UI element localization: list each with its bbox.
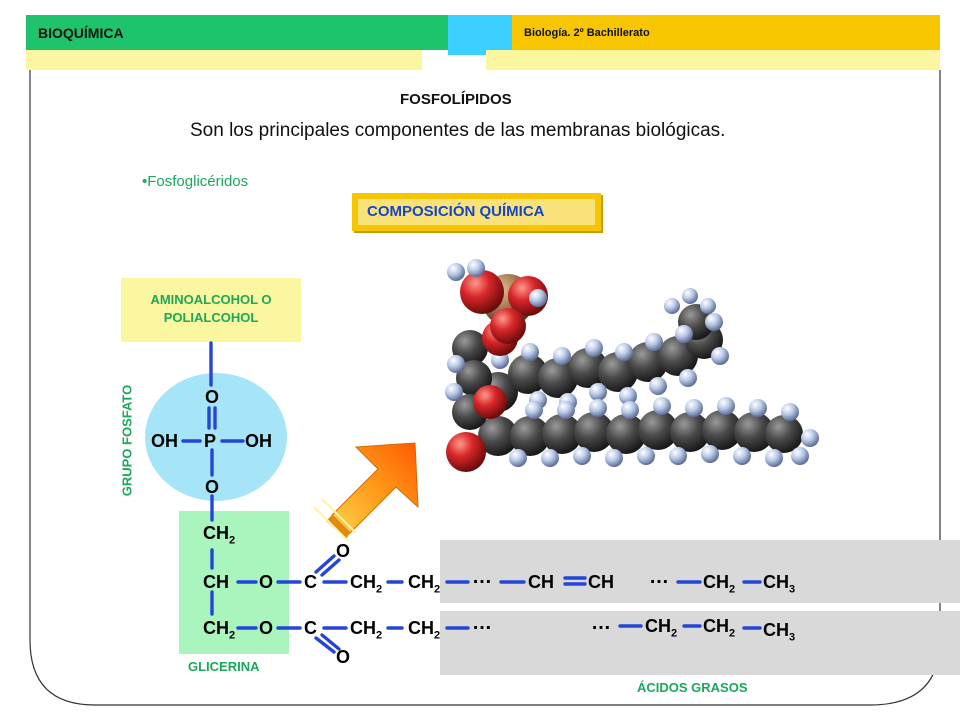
glycerol-c1: CH2 [203,523,236,547]
chain1-ch2-a: CH2 [350,572,383,596]
chain1-ch3: CH3 [763,572,796,596]
glycerol-c2: CH [203,572,229,592]
phosphate-circle [145,373,287,501]
chain1-ch-b: CH [588,572,614,592]
acidos-grasos-label: ÁCIDOS GRASOS [637,680,748,695]
phosphate-oh-left: OH [151,431,178,451]
ester1-o: O [259,572,274,592]
glicerina-label: GLICERINA [188,659,260,674]
phosphate-p: P [204,431,217,451]
aminoalcohol-box: AMINOALCOHOL O POLIALCOHOL [121,278,301,342]
phosphate-top-o: O [205,387,220,407]
phosphate-oh-right: OH [245,431,272,451]
chain1-dots-b: … [649,566,669,588]
page-subtitle: Son los principales componentes de las m… [190,120,726,141]
chain1-ch-a: CH [528,572,554,592]
header-cyan-block [448,15,512,55]
header-bar: BIOQUÍMICA Biología. 2º Bachillerato [26,15,940,55]
composicion-quimica-button[interactable]: COMPOSICIÓN QUÍMICA [352,193,601,231]
carbonyl1-o: O [336,541,351,561]
header-green-block [26,15,448,50]
aminoalcohol-label-line1: AMINOALCOHOL O [150,292,272,307]
fatty-acid-box-1 [440,540,960,603]
phosphate-bottom-o: O [205,477,220,497]
ester2-c: C [304,618,317,638]
chain1-ch2-c: CH2 [703,572,736,596]
carbonyl2-o: O [336,647,351,667]
header-pale-strip-right [486,50,940,70]
arrow-icon [313,442,419,542]
course-label: Biología. 2º Bachillerato [524,27,650,39]
glycerin-box [179,511,289,654]
chain2-ch2-c: CH2 [645,616,678,640]
chain2-dots-b: … [591,612,611,634]
chain2-ch3: CH3 [763,620,796,644]
fatty-acid-box-2 [440,611,960,675]
chain1-dots-a: … [472,566,492,588]
subject-label: BIOQUÍMICA [38,25,124,41]
chain2-ch2-a: CH2 [350,618,383,642]
glycerol-c3: CH2 [203,618,236,642]
ester1-c: C [304,572,317,592]
chain2-ch2-b: CH2 [408,618,441,642]
chain2-dots-a: … [472,612,492,634]
header-pale-strip [26,50,422,70]
chain2-ch2-d: CH2 [703,616,736,640]
bullet-fosfogliceridos: •Fosfoglicéridos [142,173,249,190]
page-title: FOSFOLÍPIDOS [400,91,512,108]
aminoalcohol-label-line2: POLIALCOHOL [163,310,259,325]
header-yellow-block [512,15,940,50]
composicion-quimica-label: COMPOSICIÓN QUÍMICA [367,203,545,220]
molecule-model-image [445,259,819,472]
ester2-o: O [259,618,274,638]
chain1-ch2-b: CH2 [408,572,441,596]
